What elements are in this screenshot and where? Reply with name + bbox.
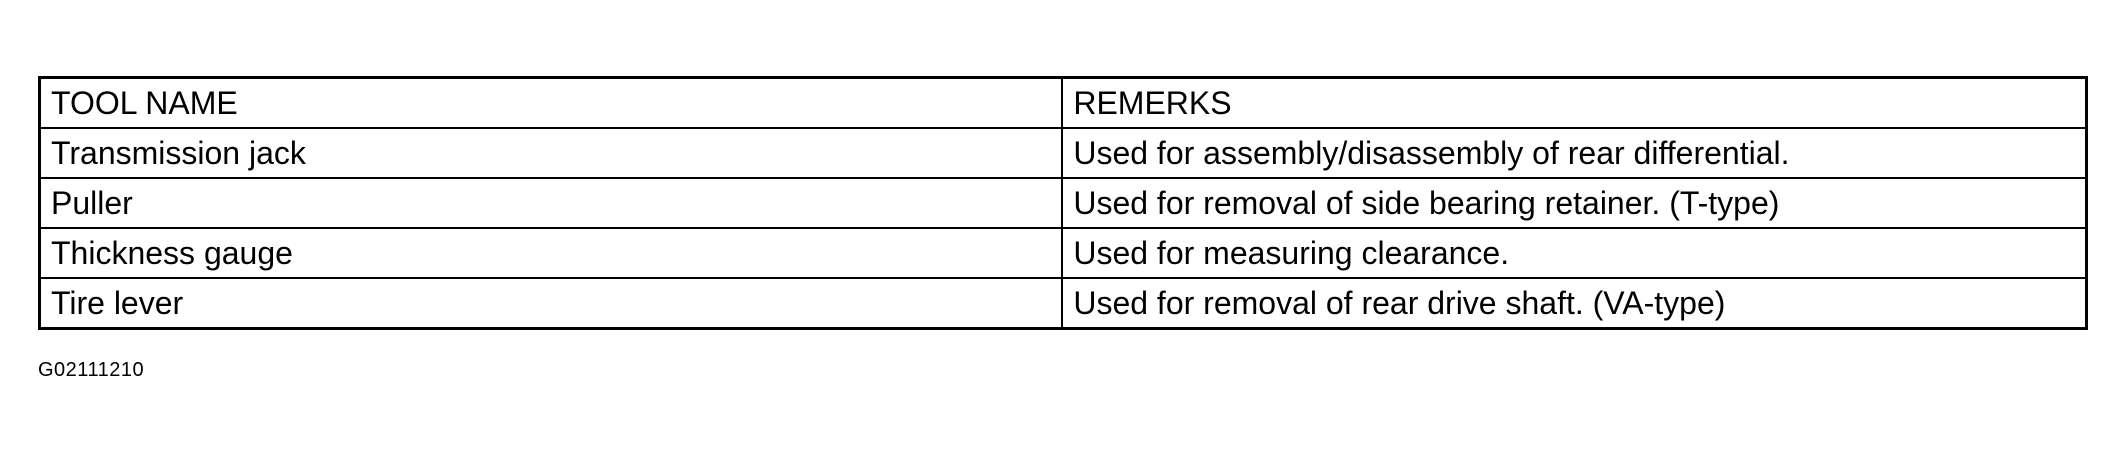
tool-name-cell: Transmission jack xyxy=(38,127,1064,179)
tool-table: TOOL NAME REMERKS Transmission jack Used… xyxy=(38,76,2088,330)
tool-name-cell: Thickness gauge xyxy=(38,227,1064,279)
tool-name-cell: Tire lever xyxy=(38,277,1064,330)
remarks-cell: Used for assembly/disassembly of rear di… xyxy=(1061,127,2088,179)
header-tool-name: TOOL NAME xyxy=(38,76,1064,129)
table-row: Transmission jack Used for assembly/disa… xyxy=(38,127,2088,179)
figure-id-label: G02111210 xyxy=(38,359,145,381)
table-row: Tire lever Used for removal of rear driv… xyxy=(38,277,2088,330)
header-remarks: REMERKS xyxy=(1061,76,2088,129)
table-row: Thickness gauge Used for measuring clear… xyxy=(38,227,2088,279)
remarks-cell: Used for removal of side bearing retaine… xyxy=(1061,177,2088,229)
remarks-cell: Used for measuring clearance. xyxy=(1061,227,2088,279)
tool-name-cell: Puller xyxy=(38,177,1064,229)
remarks-cell: Used for removal of rear drive shaft. (V… xyxy=(1061,277,2088,330)
table-header-row: TOOL NAME REMERKS xyxy=(38,76,2088,129)
table-row: Puller Used for removal of side bearing … xyxy=(38,177,2088,229)
